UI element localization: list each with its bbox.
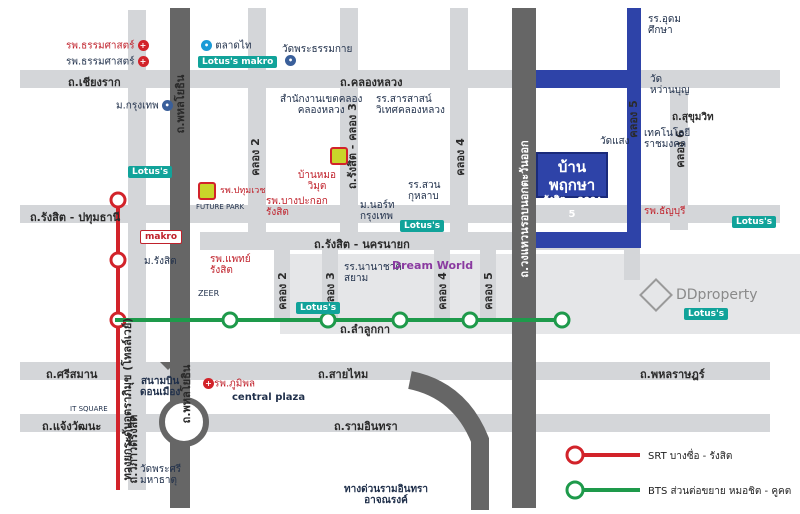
highway-blue-h1	[536, 70, 628, 88]
srt-station-2	[109, 251, 127, 269]
bts-station-4	[461, 311, 479, 329]
roundabout	[159, 397, 209, 447]
place-lotus-right: Lotus's	[732, 216, 777, 228]
road-khlong-4-lower	[434, 250, 450, 320]
legend-srt-dot	[565, 445, 585, 465]
road-vibhavadi	[128, 10, 146, 490]
place-lotus-small: Lotus's	[400, 220, 445, 232]
hospital-icon: +	[203, 378, 214, 389]
road-khlong-2-lower	[274, 250, 290, 320]
place-sarasas-school: รร.สารสาสน์ วิเทศคลองหลวง	[376, 94, 445, 116]
place-wat-phra-sri: วัดพระศรี มหาธาตุ	[140, 464, 182, 486]
road-saimai	[20, 362, 770, 380]
place-thanyaburi-hosp: รพ.ธัญบุรี	[644, 206, 686, 217]
road-label-khlong-2b: คลอง 2	[276, 272, 289, 310]
place-nanachat-school: รร.นานาชาติ สยาม	[344, 262, 402, 284]
road-label-khlong-5b: คลอง 5	[482, 272, 495, 310]
place-lotus-makro: Lotus's makro	[198, 56, 278, 68]
place-lotus-left: Lotus's	[128, 166, 173, 178]
road-khlong-6	[670, 90, 688, 230]
hospital-icon: +	[137, 56, 149, 67]
road-label-phahonyothin: ถ.พหลโยธิน	[174, 74, 187, 134]
road-outer-ring	[512, 8, 536, 508]
watermark: DDproperty	[639, 278, 758, 312]
road-label-chaengwattana: ถ.แจ้งวัฒนะ	[42, 420, 102, 433]
road-ramp	[407, 371, 489, 510]
road-khlong-3	[340, 8, 358, 238]
ddproperty-logo-icon	[639, 278, 673, 312]
road-label-lamlukka: ถ.ลำลูกกา	[340, 323, 390, 336]
place-wat-thammakai: วัดพระธรรมกาย•	[282, 44, 353, 66]
road-khlong-4	[450, 8, 468, 238]
road-label-ram-inthra: ถ.รามอินทรา	[334, 420, 398, 433]
place-khlong-luang-office: สำนักงานเขตคลอง คลองหลวง	[280, 94, 363, 116]
hospital-icon: +	[137, 40, 149, 51]
place-bhumibol-hosp: +รพ.ภูมิพล	[200, 378, 255, 390]
bigc-icon-2	[198, 182, 216, 200]
bts-station-5	[553, 311, 571, 329]
place-central-plaza: central plaza	[232, 392, 306, 403]
bts-station-1	[221, 311, 239, 329]
place-ban-mor-wimut: บ้านหมอ วิมุต	[298, 170, 336, 192]
temple-icon: •	[285, 55, 296, 66]
legend-bts-label: BTS ส่วนต่อขยาย หมอชิต - คูคต	[648, 486, 792, 497]
place-lotus-center: Lotus's	[296, 302, 341, 314]
road-khlong-5-lower	[624, 250, 640, 280]
project-marker: บ้านพฤกษา รังสิต - คลอง 5	[536, 152, 608, 220]
road-label-phaholrathasopak: ถ.พหลราษฎร์	[640, 368, 705, 381]
place-wat-kwan: วัด หว่านบุญ	[650, 74, 690, 96]
road-label-khlong-4: คลอง 4	[454, 138, 467, 176]
highway-blue-h2	[536, 232, 640, 248]
place-bangpakok-hosp: รพ.บางปะกอก รังสิต	[266, 196, 328, 218]
road-label-outer-ring: ถ.วงแหวนรอบนอกตะวันออก	[518, 140, 531, 278]
road-tollway	[170, 8, 190, 508]
place-thammasat-hosp-2: รพ.ธรรมศาสตร์+	[66, 56, 149, 68]
road-khlong-5-lower2	[480, 250, 496, 320]
place-zeer: ZEER	[198, 289, 220, 298]
legend-srt-label: SRT บางซื่อ - รังสิต	[648, 451, 733, 462]
road-label-rangsit-nakhonnayok: ถ.รังสิต - นครนายก	[314, 238, 410, 251]
road-label-sukhumvit: ถ.สุขุมวิท	[672, 112, 714, 123]
place-rangsit-univ: ม.รังสิต	[144, 256, 177, 267]
project-name: บ้านพฤกษา	[548, 158, 596, 194]
place-future-park: FUTURE PARK	[196, 203, 245, 211]
place-tech-rajamangala: เทคโนโลยี ราชมงคล	[644, 128, 691, 150]
place-talad-thai: • ตลาดไท	[198, 40, 252, 52]
project-sub: รังสิต - คลอง 5	[543, 195, 601, 220]
place-dream-world: Dream World	[392, 259, 474, 272]
road-rangsit-pathumthani	[20, 205, 780, 223]
road-label-chiangrak: ถ.เชียงราก	[68, 76, 121, 89]
legend-bts-dot	[565, 480, 585, 500]
road-label-sri-samarn: ถ.ศรีสมาน	[46, 368, 98, 381]
road-label-saimai: ถ.สายไหม	[318, 368, 369, 381]
bts-station-3	[391, 311, 409, 329]
place-phyathai-hosp: รพ.แพทย์ รังสิต	[210, 254, 251, 276]
airplane-icon	[160, 362, 176, 370]
highway-blue-v	[627, 8, 641, 248]
school-icon: •	[161, 100, 173, 111]
place-suan-kularb: รร.สวน กุหลาบ	[408, 180, 441, 202]
place-wat-saeng: วัดแสง	[600, 136, 630, 147]
place-lotus-right2: Lotus's	[684, 308, 729, 320]
place-thammasat-hosp-1: รพ.ธรรมศาสตร์+	[66, 40, 149, 52]
road-label-khlong-luang: ถ.คลองหลวง	[340, 76, 403, 89]
place-rr-udom: รร.อุดม ศึกษา	[648, 14, 682, 36]
place-don-mueang-airport: สนามบิน ดอนเมือง	[140, 376, 181, 398]
bigc-icon	[330, 147, 348, 165]
place-north-bkk-univ: ม.นอร์ท กรุงเทพ	[360, 200, 395, 222]
place-patum-hosp: รพ.ปทุมเวช	[220, 186, 266, 196]
place-ramindra-expressway: ทางด่วนรามอินทรา อาจณรงค์	[344, 484, 429, 506]
road-label-rangsit-pathumthani: ถ.รังสิต - ปทุมธานี	[30, 211, 121, 224]
market-icon: •	[201, 40, 212, 51]
srt-station-1	[109, 191, 127, 209]
place-bangkok-univ: ม.กรุงเทพ•	[116, 100, 173, 112]
place-it-square: IT SQUARE	[70, 405, 108, 413]
place-makro: makro	[140, 230, 183, 244]
road-label-khlong-2: คลอง 2	[249, 138, 262, 176]
